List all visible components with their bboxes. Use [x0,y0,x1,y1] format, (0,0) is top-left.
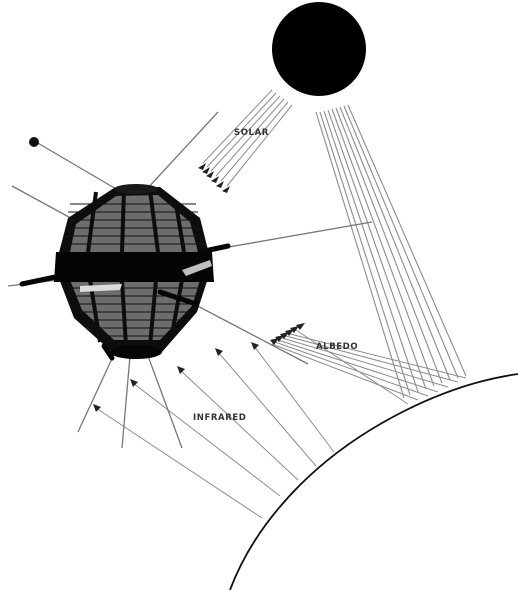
top-cap [114,184,158,194]
infrared-label: INFRARED [193,413,246,423]
antenna-ball [29,137,39,147]
bottom-cap [110,345,162,359]
albedo-rays [272,330,466,404]
sun [272,2,366,96]
solar-label: SOLAR [234,128,269,138]
albedo-arrowheads [270,323,305,345]
earth-limb [230,374,518,590]
infrared-rays [96,346,334,518]
equatorial-band [54,252,214,282]
solar-rays [203,90,292,186]
satellite [22,184,228,359]
sun-to-earth-rays [316,105,466,398]
albedo-label: ALBEDO [316,342,358,352]
